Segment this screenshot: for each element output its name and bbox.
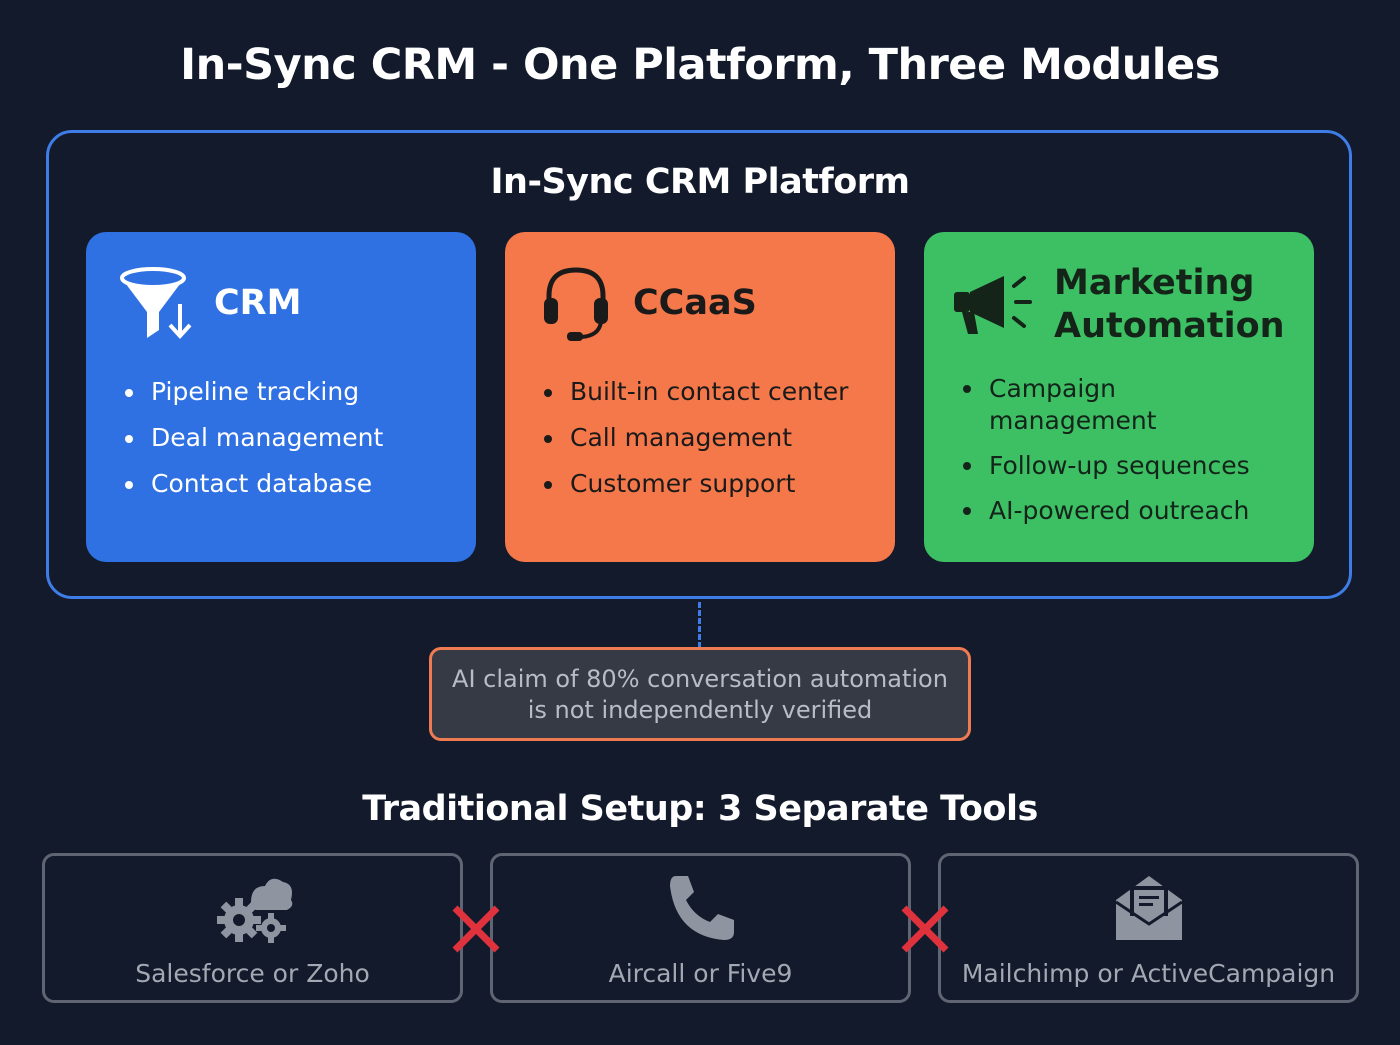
ccaas-feature-list: Built-in contact center Call management … — [543, 377, 848, 515]
tool-label: Mailchimp or ActiveCampaign — [961, 959, 1336, 988]
crm-module-card: CRM Pipeline tracking Deal management Co… — [86, 232, 476, 562]
tool-label: Salesforce or Zoho — [135, 959, 370, 988]
crm-feature: Deal management — [124, 423, 383, 453]
tool-box-email: Mailchimp or ActiveCampaign — [938, 853, 1359, 1003]
tool-label: Aircall or Five9 — [608, 959, 793, 988]
marketing-title-line1: Marketing — [1054, 263, 1255, 303]
dashed-connector — [698, 602, 701, 648]
headset-icon — [544, 267, 608, 341]
platform-title: In-Sync CRM Platform — [490, 162, 911, 202]
red-x-icon — [901, 905, 949, 953]
crm-feature: Pipeline tracking — [124, 377, 383, 407]
ccaas-feature: Built-in contact center — [543, 377, 848, 407]
marketing-feature-list: Campaign management Follow-up sequences … — [962, 373, 1292, 540]
ccaas-feature: Call management — [543, 423, 848, 453]
disclaimer-box: AI claim of 80% conversation automation … — [429, 647, 971, 741]
cloud-gears-icon — [216, 878, 292, 943]
red-x-icon — [452, 905, 500, 953]
megaphone-icon — [954, 276, 1032, 334]
disclaimer-line2: is not independently verified — [527, 696, 873, 724]
ccaas-module-card: CCaaS Built-in contact center Call manag… — [505, 232, 895, 562]
traditional-title: Traditional Setup: 3 Separate Tools — [362, 789, 1038, 829]
marketing-module-card: Marketing Automation Campaign management… — [924, 232, 1314, 562]
funnel-icon — [120, 267, 192, 339]
ccaas-feature: Customer support — [543, 469, 848, 499]
marketing-feature: Campaign management — [962, 373, 1189, 437]
marketing-title-line2: Automation — [1054, 306, 1285, 346]
crm-feature-list: Pipeline tracking Deal management Contac… — [124, 377, 383, 515]
platform-frame — [46, 130, 1352, 599]
crm-feature: Contact database — [124, 469, 383, 499]
crm-title: CRM — [214, 283, 302, 323]
phone-icon — [669, 876, 734, 940]
marketing-title: Marketing Automation — [1054, 262, 1285, 348]
envelope-icon — [1114, 876, 1183, 940]
page-title: In-Sync CRM - One Platform, Three Module… — [180, 40, 1220, 90]
marketing-feature: Follow-up sequences — [962, 450, 1292, 482]
marketing-feature: AI-powered outreach — [962, 495, 1292, 527]
ccaas-title: CCaaS — [633, 283, 757, 323]
disclaimer-line1: AI claim of 80% conversation automation — [452, 665, 948, 693]
tool-box-crm: Salesforce or Zoho — [42, 853, 463, 1003]
tool-box-phone: Aircall or Five9 — [490, 853, 911, 1003]
